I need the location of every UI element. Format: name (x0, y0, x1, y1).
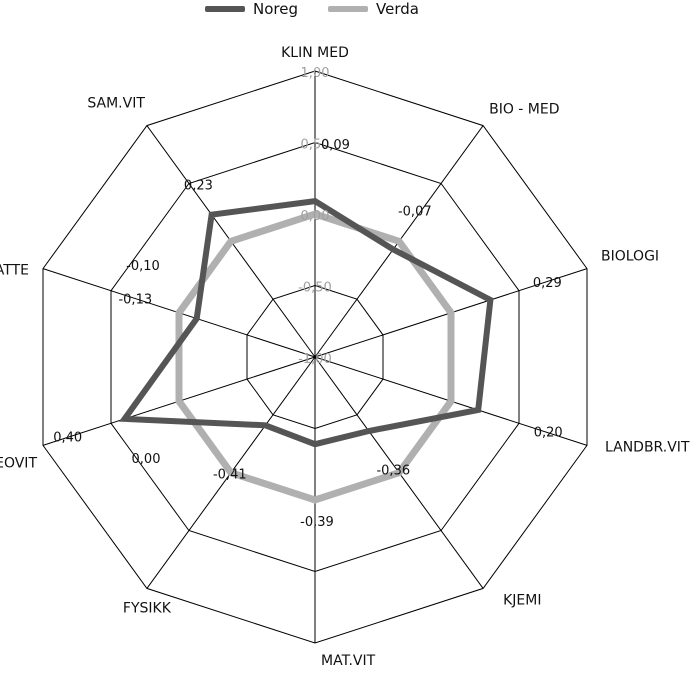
category-label: SAM.VIT (87, 96, 145, 112)
category-label: BIOLOGI (601, 249, 659, 265)
extra-data-label: 0,00 (132, 452, 161, 467)
radial-tick-label: -1,00 (298, 352, 332, 367)
series-line-verda (175, 210, 455, 504)
radial-tick-label: 0,50 (301, 138, 330, 153)
legend-swatch-noreg (205, 6, 245, 12)
category-label: BIO - MED (489, 102, 559, 118)
data-label: -0,41 (213, 467, 247, 482)
radial-tick-label: -0,50 (298, 281, 332, 296)
category-label: MAT.VIT (321, 653, 376, 669)
chart-legend: Noreg Verda (0, 0, 700, 22)
data-label: 0,20 (534, 426, 563, 441)
data-label: -0,36 (376, 463, 410, 478)
data-label: -0,13 (118, 292, 152, 307)
data-label: 0,09 (321, 138, 350, 153)
radial-tick-label: 0,00 (301, 209, 330, 224)
legend-item-verda: Verda (328, 0, 419, 18)
data-label: 0,40 (53, 430, 82, 445)
category-label: KLIN MED (281, 45, 349, 61)
category-label: MATTE (0, 263, 29, 279)
radial-tick-label: 1,00 (301, 66, 330, 81)
legend-label-verda: Verda (376, 0, 419, 18)
data-label: 0,23 (184, 179, 213, 194)
data-label: -0,39 (300, 515, 334, 530)
extra-data-label: -0,10 (126, 259, 160, 274)
category-label: LANDBR.VIT (605, 439, 690, 455)
legend-label-noreg: Noreg (253, 0, 298, 18)
data-label: -0,07 (398, 204, 432, 219)
category-label: GEOVIT (0, 455, 37, 471)
data-label: 0,29 (533, 276, 562, 291)
legend-item-noreg: Noreg (205, 0, 298, 18)
legend-swatch-verda (328, 6, 368, 12)
category-label: FYSIKK (123, 600, 172, 616)
category-label: KJEMI (503, 592, 541, 608)
series-line-noreg (118, 197, 494, 448)
